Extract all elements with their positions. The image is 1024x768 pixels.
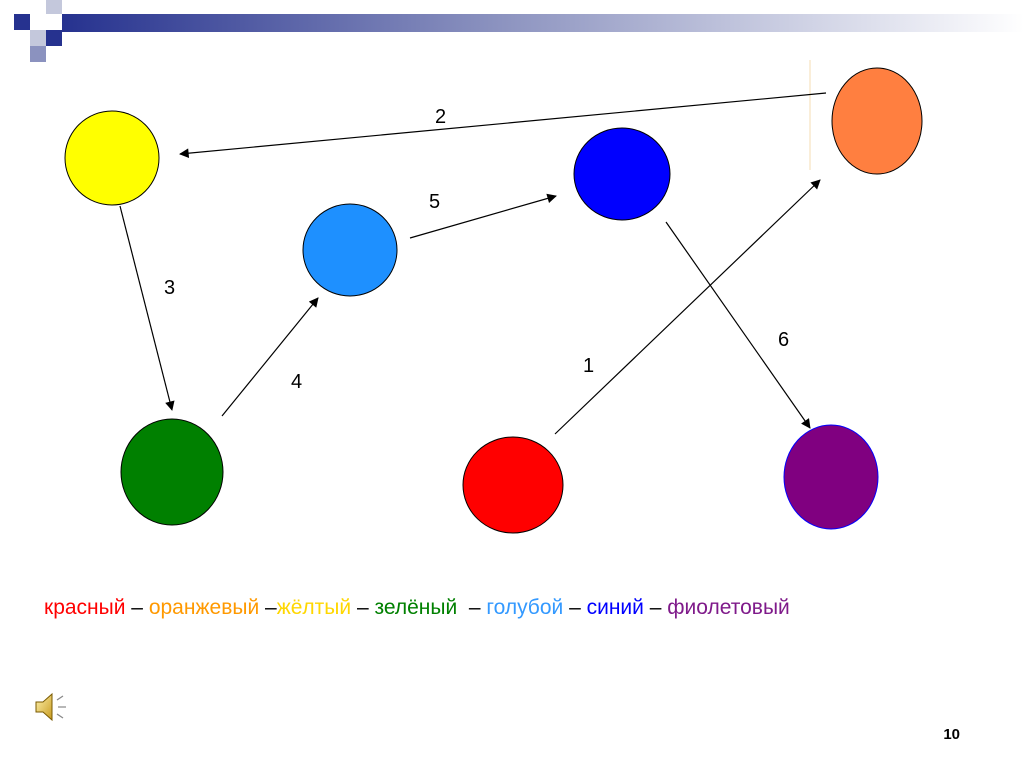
header-square [14,14,30,30]
edge-label-6: 6 [778,329,789,351]
slide-header-decoration [14,0,1024,62]
legend-separator: – [563,596,587,619]
node-orange [831,67,923,175]
legend-separator: – [259,596,277,619]
node-violet [783,424,879,530]
edge-arrow-4 [221,297,319,417]
header-square [46,0,62,14]
edge-arrow-6 [665,221,811,429]
edge-arrow-2 [179,92,827,158]
header-square [30,30,46,46]
node-yellow [64,110,160,206]
header-gradient-bar [62,14,1024,32]
node-red [462,436,564,534]
edge-label-1: 1 [583,355,594,377]
edge-label-5: 5 [429,191,440,213]
edge-label-4: 4 [291,371,302,393]
slide-number: 10 [943,726,960,743]
legend-yellow: жёлтый [276,596,352,619]
legend-green: зелёный [374,596,458,619]
legend-separator: – [643,596,668,619]
node-blue [573,127,671,221]
header-square [46,30,62,46]
legend-light-blue: голубой [486,596,564,619]
speaker-icon[interactable] [32,690,72,724]
edge-arrow-1 [554,179,821,435]
edge-label-2: 2 [435,106,446,128]
legend-orange: оранжевый [148,596,260,619]
legend-separator: – [125,596,149,619]
legend-separator: – [351,596,375,619]
legend-red: красный [44,596,126,619]
color-legend: красный – оранжевый –жёлтый – зелёный – … [44,596,790,620]
edge-label-3: 3 [164,277,175,299]
edge-arrow-5 [409,193,557,239]
edge-arrow-3 [119,205,175,411]
node-light-blue [302,203,398,297]
node-green [120,418,224,526]
legend-violet: фиолетовый [667,596,790,619]
legend-separator: – [457,596,487,619]
legend-blue: синий [586,596,644,619]
header-square [30,46,46,62]
